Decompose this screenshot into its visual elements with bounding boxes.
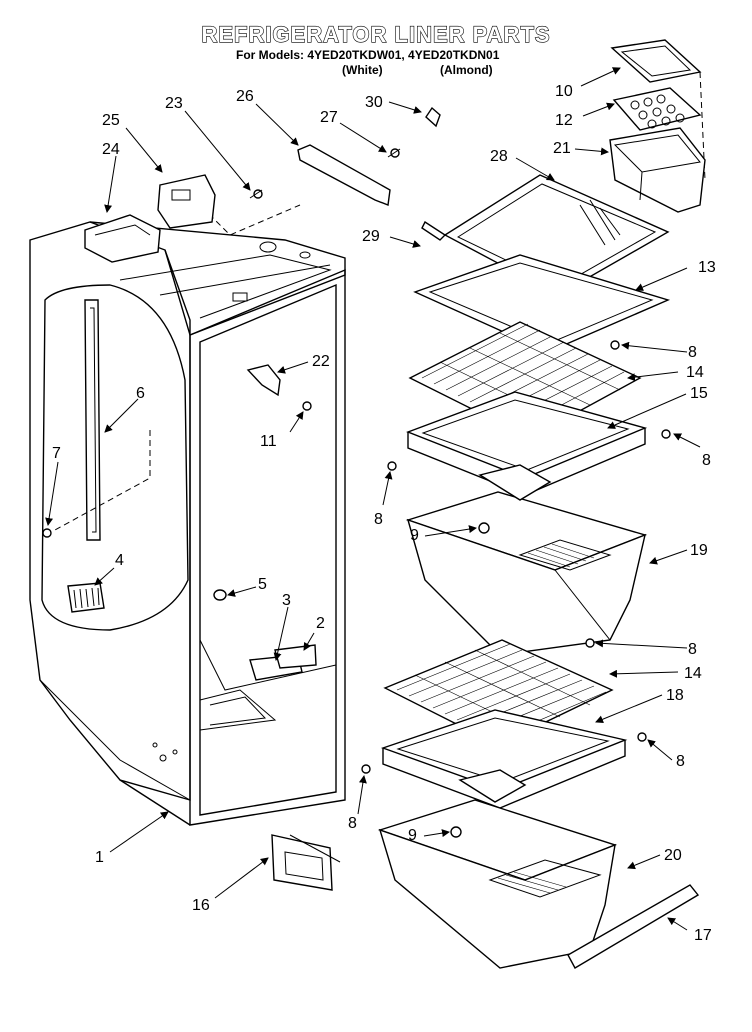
callout-8d: 8 (688, 641, 697, 658)
callout-30: 30 (365, 94, 383, 111)
bin-part-21 (609, 127, 706, 213)
callout-2: 2 (316, 615, 325, 632)
callout-8f: 8 (348, 815, 357, 832)
callout-8a: 8 (688, 344, 697, 361)
callout-9b: 9 (408, 827, 417, 844)
crisper-drawer-part-19 (405, 464, 648, 656)
screw-part-8-a (610, 340, 620, 350)
egg-tray-part-12 (612, 87, 702, 131)
control-housing-part-24 (84, 214, 161, 263)
callout-3: 3 (282, 592, 291, 609)
crisper-cover-part-18 (380, 709, 628, 809)
screw-part-11 (302, 401, 312, 411)
clip-part-9-a (478, 522, 490, 534)
callout-11: 11 (260, 433, 277, 450)
callout-22: 22 (312, 353, 330, 370)
callout-19: 19 (690, 542, 708, 559)
cover-part-10 (610, 39, 702, 83)
screw-part-8-e (637, 732, 647, 742)
bracket-part-25 (157, 174, 216, 229)
clip-part-5 (213, 589, 227, 601)
leader-lines (45, 67, 701, 931)
callout-13: 13 (698, 259, 716, 276)
color-almond-label: (Almond) (440, 63, 493, 77)
color-white-label: (White) (342, 63, 383, 77)
screw-part-27 (387, 148, 401, 158)
callout-16: 16 (192, 897, 210, 914)
screw-part-8-f (361, 764, 371, 774)
callout-8e: 8 (676, 753, 685, 770)
callout-9a: 9 (410, 527, 419, 544)
callout-1: 1 (95, 849, 104, 866)
callout-17: 17 (694, 927, 712, 944)
callout-7: 7 (52, 445, 61, 462)
trim-strip-part-17 (567, 884, 700, 969)
cover-part-16 (271, 834, 341, 891)
callout-15: 15 (690, 385, 708, 402)
bracket-part-22 (246, 364, 281, 397)
callout-23: 23 (165, 95, 183, 112)
liner-part-1 (29, 199, 346, 826)
callout-25: 25 (102, 112, 120, 129)
callout-20: 20 (664, 847, 682, 864)
callout-10: 10 (555, 83, 573, 100)
callout-21: 21 (553, 140, 571, 157)
diagram-title: REFRIGERATOR LINER PARTS (201, 21, 551, 47)
crisper-drawer-part-20 (377, 769, 618, 969)
screw-part-7 (42, 528, 52, 538)
callout-28: 28 (490, 148, 508, 165)
rail-part-26 (297, 144, 391, 206)
callout-6: 6 (136, 385, 145, 402)
callout-8c: 8 (374, 511, 383, 528)
clip-part-30 (425, 106, 441, 128)
screw-part-23 (249, 189, 263, 199)
bracket-part-2 (274, 644, 317, 669)
callout-8b: 8 (702, 452, 711, 469)
callout-12: 12 (555, 112, 573, 129)
callout-14a: 14 (686, 364, 704, 381)
models-line: For Models: 4YED20TKDW01, 4YED20TKDN01 (236, 48, 500, 62)
screw-part-8-d (585, 638, 595, 648)
callout-26: 26 (236, 88, 254, 105)
callout-5: 5 (258, 576, 267, 593)
callout-14b: 14 (684, 665, 702, 682)
callout-24: 24 (102, 141, 120, 158)
callout-4: 4 (115, 552, 124, 569)
callout-29: 29 (362, 228, 380, 245)
callout-27: 27 (320, 109, 338, 126)
clip-part-9-b (450, 826, 462, 838)
screw-part-8-c (387, 461, 397, 471)
callout-labels: 1 2 3 4 5 6 7 8 8 8 8 8 8 9 9 10 11 12 1… (52, 83, 716, 944)
vent-part-4 (67, 582, 105, 613)
screw-part-8-b (661, 429, 671, 439)
callout-18: 18 (666, 687, 684, 704)
shelf-trim-part-29 (421, 220, 447, 241)
